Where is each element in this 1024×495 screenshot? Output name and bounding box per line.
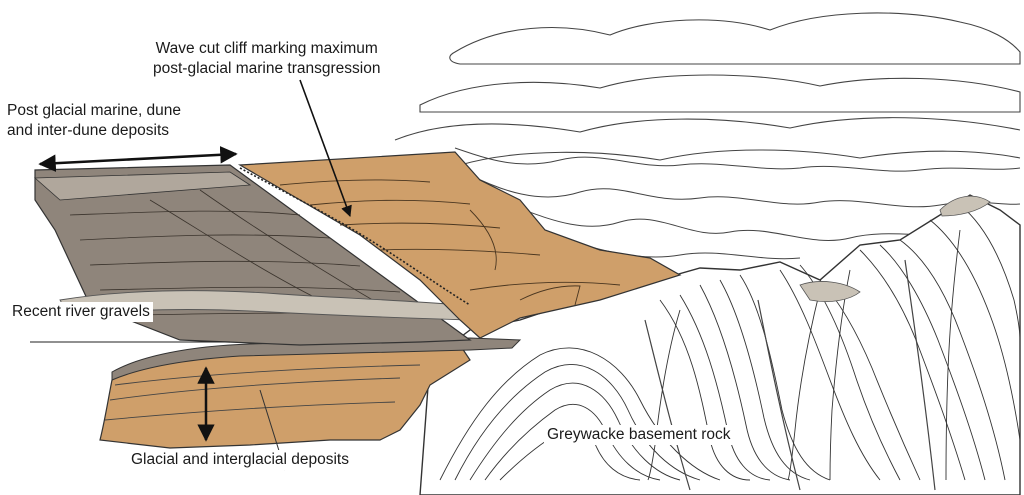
river-gravels-label: Recent river gravels xyxy=(9,302,153,322)
distant-hills xyxy=(454,147,1021,260)
wave-cut-cliff-line xyxy=(239,167,471,306)
post-glacial-deposits xyxy=(33,164,472,346)
post-glacial-label-line-2: and inter-dune deposits xyxy=(7,122,170,139)
wave-cut-cliff-label-line-1: Wave cut cliff marking maximum xyxy=(155,40,378,57)
post-glacial-label-line-1: Post glacial marine, dune xyxy=(7,102,182,119)
river-gravels-strip xyxy=(111,337,522,381)
gravel-patch xyxy=(799,281,861,302)
cloud-outlines xyxy=(394,12,1021,166)
wave-cut-cliff-label: Wave cut cliff marking maximum post-glac… xyxy=(150,39,384,79)
wave-cut-cliff-pointer xyxy=(299,79,352,218)
greywacke-basement xyxy=(419,194,1021,495)
upper-terrace xyxy=(237,151,682,339)
gravel-patch xyxy=(939,195,991,217)
post-glacial-extent-arrow xyxy=(38,146,238,172)
greywacke-label: Greywacke basement rock xyxy=(544,425,734,445)
glacial-deposits-label: Glacial and interglacial deposits xyxy=(128,450,352,470)
post-glacial-label: Post glacial marine, dune and inter-dune… xyxy=(4,101,185,141)
wave-cut-cliff-label-line-2: post-glacial marine transgression xyxy=(153,60,381,77)
